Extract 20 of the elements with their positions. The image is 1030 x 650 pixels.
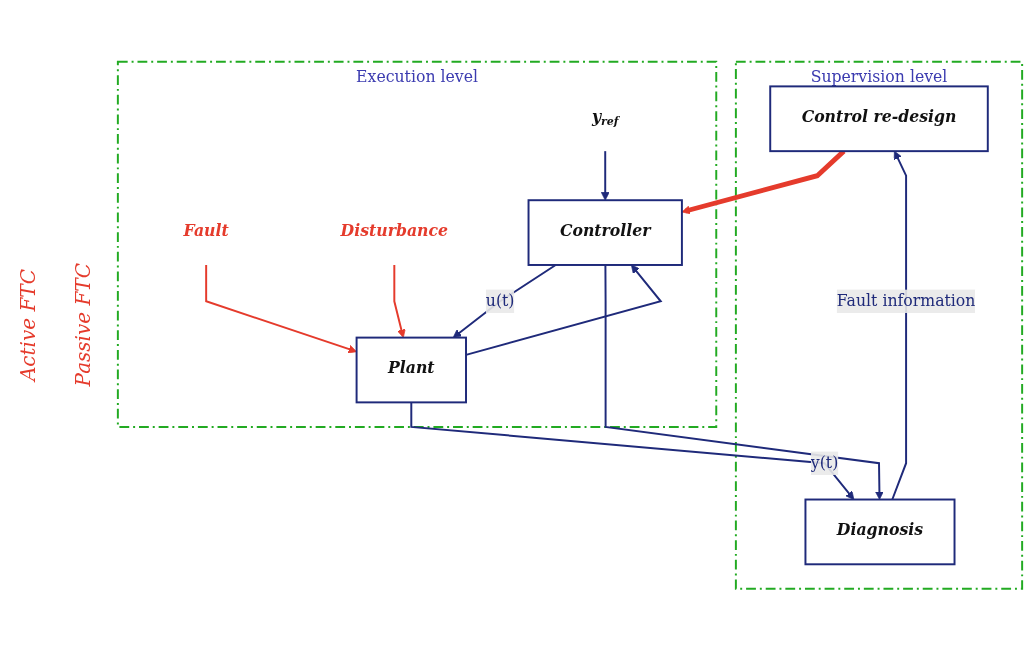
edge-label: Fault information: [836, 291, 976, 310]
node-box: Control re-design: [769, 85, 989, 152]
arrow: [205, 263, 357, 353]
arrow: [452, 263, 557, 338]
node-box: Diagnosis: [804, 498, 956, 565]
arrow: [600, 149, 610, 201]
arrow: [604, 263, 884, 500]
arrow: [393, 263, 406, 338]
edge-label: u(t): [485, 291, 515, 310]
side-label: Active FTC: [15, 268, 40, 382]
arrow: [410, 401, 855, 500]
arrow: [891, 150, 908, 501]
node-text: Disturbance: [340, 220, 449, 240]
node-box: Controller: [527, 198, 683, 266]
edge-label: y(t): [810, 453, 839, 472]
node-text: y$_{ref}$: [591, 106, 619, 128]
side-label: Passive FTC: [70, 263, 95, 387]
node-box: Plant: [355, 336, 467, 403]
node-text: Fault: [183, 220, 229, 240]
arrow: [681, 149, 846, 214]
